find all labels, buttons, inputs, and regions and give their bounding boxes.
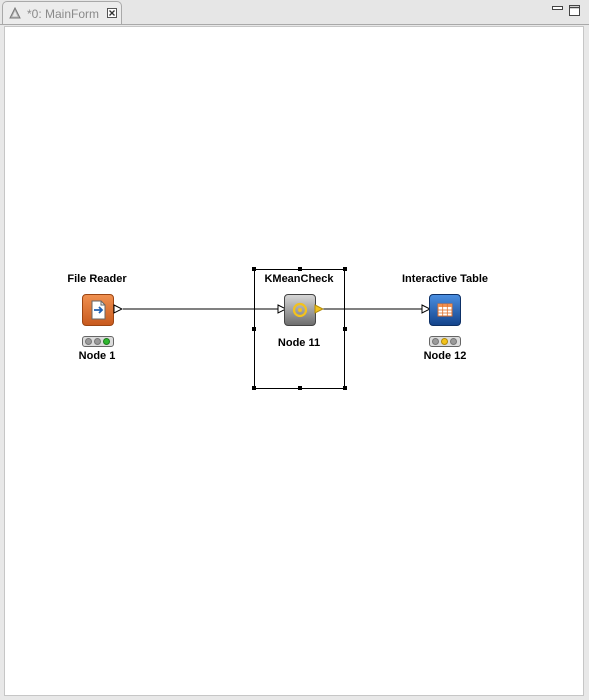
connections-layer — [123, 308, 425, 310]
status-traffic-light — [82, 336, 114, 347]
output-port-file-reader[interactable] — [113, 304, 123, 314]
resize-handle[interactable] — [298, 386, 302, 390]
status-light-off — [85, 338, 92, 345]
editor-tab-bar: *0: MainForm — [0, 0, 589, 25]
resize-handle[interactable] — [343, 327, 347, 331]
resize-handle[interactable] — [252, 327, 256, 331]
interactive-table-node[interactable] — [429, 294, 461, 326]
workflow-canvas[interactable]: File Reader Node 1 KMeanCheck Node 11 — [4, 26, 584, 696]
node-title-interactive-table: Interactive Table — [402, 273, 488, 285]
node-label-node-11[interactable]: Node 11 — [277, 337, 321, 349]
status-light-off — [450, 338, 457, 345]
node-title-kmeancheck: KMeanCheck — [264, 273, 334, 285]
status-light-yellow — [441, 338, 448, 345]
maximize-icon[interactable] — [569, 5, 580, 16]
node-label-node-1[interactable]: Node 1 — [78, 350, 116, 362]
resize-handle[interactable] — [343, 386, 347, 390]
knime-triangle-icon — [9, 7, 21, 19]
file-reader-icon — [91, 300, 106, 320]
node-title-file-reader: File Reader — [67, 273, 127, 285]
status-light-green — [103, 338, 110, 345]
output-port-kmeancheck[interactable] — [314, 304, 324, 314]
resize-handle[interactable] — [252, 267, 256, 271]
tab-label: *0: MainForm — [27, 7, 100, 21]
input-port-kmeancheck[interactable] — [277, 304, 287, 314]
close-icon[interactable] — [107, 8, 117, 18]
resize-handle[interactable] — [252, 386, 256, 390]
status-light-off — [94, 338, 101, 345]
status-traffic-light — [429, 336, 461, 347]
node-label-node-12[interactable]: Node 12 — [423, 350, 467, 362]
selection-box — [254, 269, 345, 389]
input-port-interactive-table[interactable] — [421, 304, 431, 314]
resize-handle[interactable] — [298, 267, 302, 271]
status-light-off — [432, 338, 439, 345]
meta-node-icon — [292, 302, 308, 318]
kmeancheck-node[interactable] — [284, 294, 316, 326]
resize-handle[interactable] — [343, 267, 347, 271]
table-view-icon — [437, 303, 453, 317]
minimize-icon[interactable] — [552, 5, 563, 16]
file-reader-node[interactable] — [82, 294, 114, 326]
tab-mainform[interactable]: *0: MainForm — [2, 1, 122, 24]
